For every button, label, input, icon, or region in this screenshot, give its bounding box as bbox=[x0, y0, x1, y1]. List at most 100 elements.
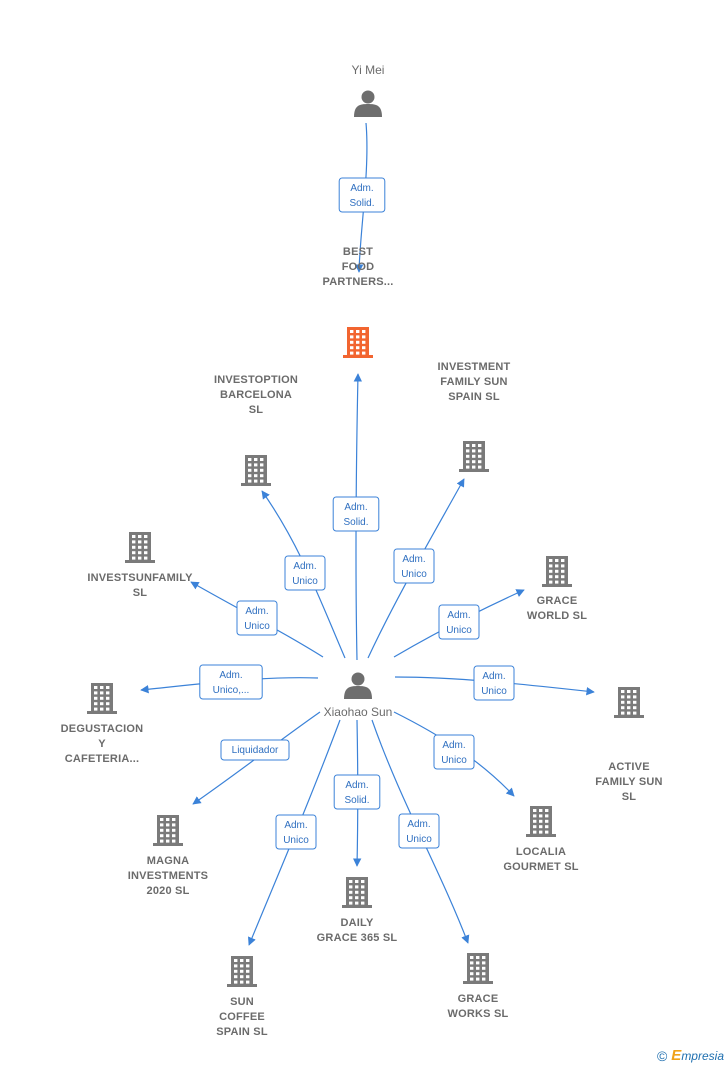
node-label: INVESTOPTION bbox=[214, 374, 298, 386]
edge-label-text: Adm. bbox=[219, 670, 242, 681]
edge-xiaohao-activefam: Adm.Unico bbox=[394, 665, 595, 701]
node-label: SPAIN SL bbox=[216, 1026, 268, 1038]
node-label: INVESTMENTS bbox=[128, 870, 208, 882]
edge-label-text: Adm. bbox=[402, 554, 425, 565]
node-label: BARCELONA bbox=[220, 389, 292, 401]
node-label: GRACE 365 SL bbox=[317, 932, 398, 944]
building-icon bbox=[87, 683, 117, 714]
node-dailygrace[interactable]: DAILY GRACE 365 SL bbox=[317, 877, 398, 944]
edge-label-text: Adm. bbox=[442, 740, 465, 751]
building-icon bbox=[153, 815, 183, 846]
node-label: INVESTSUNFAMILY bbox=[87, 572, 193, 584]
edge-label-text: Solid. bbox=[344, 795, 369, 806]
edge-label-text: Adm. bbox=[482, 671, 505, 682]
edge-label-text: Adm. bbox=[344, 502, 367, 513]
node-investoption[interactable]: INVESTOPTION BARCELONA SL bbox=[214, 374, 298, 486]
node-label: COFFEE bbox=[219, 1011, 265, 1023]
node-label: SUN bbox=[230, 996, 254, 1008]
edge-label-text: Unico bbox=[244, 621, 270, 632]
node-label: FAMILY SUN bbox=[440, 376, 507, 388]
node-localia[interactable]: LOCALIA GOURMET SL bbox=[503, 806, 579, 873]
node-label: 2020 SL bbox=[147, 885, 190, 897]
edge-label-text: Unico,... bbox=[213, 685, 250, 696]
node-yimei[interactable]: Yi Mei bbox=[352, 63, 385, 117]
edge-label-box[interactable] bbox=[438, 604, 480, 640]
edge-label-box[interactable] bbox=[433, 734, 475, 770]
node-label: CAFETERIA... bbox=[65, 753, 140, 765]
person-icon bbox=[354, 90, 382, 117]
edge-label-box[interactable] bbox=[398, 813, 440, 849]
building-icon bbox=[463, 953, 493, 984]
node-label: PARTNERS... bbox=[322, 276, 393, 288]
edge-label-box[interactable] bbox=[393, 548, 435, 584]
copyright-icon: © bbox=[656, 1047, 668, 1064]
edge-label-box[interactable] bbox=[333, 774, 381, 810]
building-icon bbox=[614, 687, 644, 718]
node-label: SL bbox=[249, 404, 264, 416]
node-suncoffee[interactable]: SUN COFFEE SPAIN SL bbox=[216, 956, 268, 1038]
edge-xiaohao-localia: Adm. Unico bbox=[393, 711, 515, 797]
edge-label-text: Solid. bbox=[343, 517, 368, 528]
edge-label-box[interactable] bbox=[338, 177, 386, 213]
edge-xiaohao-investmentfam: Adm. Unico bbox=[367, 478, 465, 659]
edge-label-box[interactable] bbox=[473, 665, 515, 701]
node-label: DAILY bbox=[341, 917, 374, 929]
edge-label-box[interactable] bbox=[220, 739, 290, 761]
edge-label-text: Adm. bbox=[245, 606, 268, 617]
node-degust[interactable]: DEGUSTACION Y CAFETERIA... bbox=[61, 683, 144, 765]
edge-label-text: Unico bbox=[401, 569, 427, 580]
node-graceworks[interactable]: GRACE WORKS SL bbox=[448, 953, 509, 1020]
brand-name: mpresia bbox=[681, 1049, 724, 1063]
footer-brand: © Empresia bbox=[657, 1047, 724, 1064]
node-label: GRACE bbox=[458, 993, 499, 1005]
node-bfp[interactable]: BESTFOODPARTNERS... bbox=[322, 246, 393, 358]
node-label: SPAIN SL bbox=[448, 391, 500, 403]
edge-xiaohao-graceworld: Adm.Unico bbox=[393, 589, 525, 658]
edge-label-text: Unico bbox=[441, 755, 467, 766]
building-icon bbox=[227, 956, 257, 987]
node-label: GOURMET SL bbox=[503, 861, 578, 873]
edge-label-text: Unico bbox=[446, 625, 472, 636]
edge-xiaohao-bfp: Adm. Solid. bbox=[332, 373, 380, 661]
edge-label-text: Adm. bbox=[293, 561, 316, 572]
building-icon bbox=[459, 441, 489, 472]
node-label: SL bbox=[622, 791, 637, 803]
building-icon bbox=[526, 806, 556, 837]
edge-label-box[interactable] bbox=[284, 555, 326, 591]
edge-label-box[interactable] bbox=[275, 814, 317, 850]
brand-initial: E bbox=[671, 1047, 682, 1064]
brand-logo[interactable]: Empresia bbox=[671, 1047, 724, 1064]
edge-label-text: Adm. bbox=[350, 183, 373, 194]
edge-label-text: Unico bbox=[406, 834, 432, 845]
edge-xiaohao-magna: Liquidador bbox=[192, 711, 321, 805]
building-icon bbox=[542, 556, 572, 587]
edge-label-box[interactable] bbox=[199, 664, 263, 700]
edge-label-text: Adm. bbox=[284, 820, 307, 831]
edge-xiaohao-suncoffee: Adm.Unico bbox=[248, 719, 341, 946]
edge-label-text: Adm. bbox=[345, 780, 368, 791]
node-label: GRACE bbox=[537, 595, 578, 607]
building-icon bbox=[241, 455, 271, 486]
node-graceworld[interactable]: GRACE WORLD SL bbox=[527, 556, 587, 622]
node-xiaohao[interactable]: Xiaohao Sun bbox=[324, 672, 393, 720]
node-label: DEGUSTACION bbox=[61, 723, 144, 735]
node-label: Y bbox=[98, 738, 106, 750]
edge-label-box[interactable] bbox=[236, 600, 278, 636]
edge-label-text: Unico bbox=[292, 576, 318, 587]
node-label: Yi Mei bbox=[352, 63, 385, 77]
node-label: WORLD SL bbox=[527, 610, 587, 622]
node-label: LOCALIA bbox=[516, 846, 566, 858]
edge-label-text: Adm. bbox=[407, 819, 430, 830]
building-icon bbox=[343, 327, 373, 358]
edge-xiaohao-degust: Adm. Unico,... bbox=[140, 664, 319, 700]
person-icon bbox=[344, 672, 372, 699]
edge-label-box[interactable] bbox=[332, 496, 380, 532]
node-label: FOOD bbox=[342, 261, 375, 273]
node-label: WORKS SL bbox=[448, 1008, 509, 1020]
edge-xiaohao-dailygrace: Adm. Solid. bbox=[333, 719, 381, 867]
